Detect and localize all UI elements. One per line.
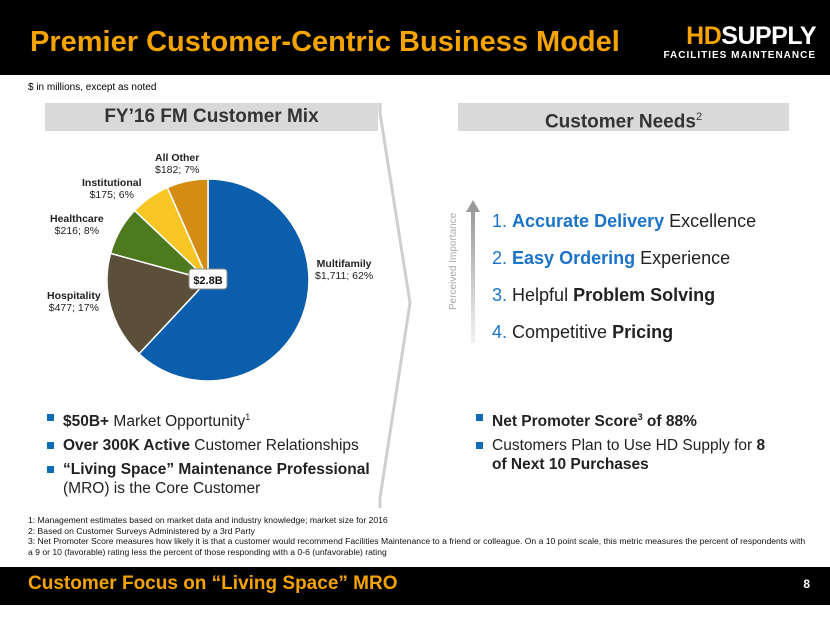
customer-needs-list: 1. Accurate Delivery Excellence 2. Easy …	[492, 203, 756, 351]
list-item: 4. Competitive Pricing	[492, 322, 674, 342]
list-item: Over 300K Active Customer Relationships	[45, 436, 385, 455]
left-bullet-list: $50B+ Market Opportunity1 Over 300K Acti…	[45, 408, 385, 503]
customer-needs-title: Customer Needs	[544, 111, 696, 133]
right-bullet-list: Net Promoter Score3 of 88% Customers Pla…	[474, 408, 784, 479]
hd-supply-logo: HDSUPPLY FACILITIES MAINTENANCE	[636, 22, 816, 62]
pie-center-total: $2.8B	[193, 275, 222, 287]
header-bar: Premier Customer-Centric Business Model …	[0, 0, 830, 75]
pie-label-all-other: All Other$182; 7%	[155, 152, 200, 176]
page-number: 8	[803, 577, 810, 591]
list-item: Customers Plan to Use HD Supply for 8 of…	[474, 436, 784, 474]
list-item: 1. Accurate Delivery Excellence	[492, 211, 757, 231]
pie-label-institutional: Institutional$175; 6%	[82, 177, 142, 201]
footnote-2: 2: Based on Customer Surveys Administere…	[28, 525, 255, 536]
list-item: Net Promoter Score3 of 88%	[474, 408, 784, 431]
pie-label-healthcare: Healthcare$216; 8%	[50, 213, 104, 237]
footnote-3: 3: Net Promoter Score measures how likel…	[28, 536, 806, 557]
customer-needs-heading: Customer Needs2	[458, 103, 789, 133]
perceived-importance-label: Perceived Importance	[448, 212, 459, 310]
footer-bar: Customer Focus on “Living Space” MRO 8	[0, 567, 830, 605]
pie-slice-all-other	[166, 178, 209, 281]
pie-label-multifamily: Multifamily$1,711; 62%	[315, 258, 374, 282]
logo-supply-text: SUPPLY	[721, 22, 816, 50]
footnote-1: 1: Management estimates based on market …	[28, 515, 388, 525]
chevron-divider	[378, 103, 412, 508]
page-title: Premier Customer-Centric Business Model	[30, 26, 620, 58]
logo-subtitle: FACILITIES MAINTENANCE	[663, 50, 816, 61]
customer-needs-footnote-ref: 2	[695, 111, 703, 123]
list-item: “Living Space” Maintenance Professional …	[45, 460, 385, 498]
list-item: 2. Easy Ordering Experience	[492, 248, 731, 268]
footer-tagline: Customer Focus on “Living Space” MRO	[28, 573, 398, 594]
importance-arrow	[466, 200, 480, 343]
units-note: $ in millions, except as noted	[28, 82, 157, 93]
pie-slice-hospitality	[106, 252, 210, 355]
logo-hd-text: HD	[686, 22, 722, 50]
pie-label-hospitality: Hospitality$477; 17%	[47, 290, 101, 314]
customer-mix-heading: FY’16 FM Customer Mix	[45, 103, 378, 131]
list-item: $50B+ Market Opportunity1	[45, 408, 385, 431]
pie-center-box	[188, 268, 228, 290]
list-item: 3. Helpful Problem Solving	[492, 285, 716, 305]
footnotes: 1: Management estimates based on market …	[28, 515, 808, 557]
